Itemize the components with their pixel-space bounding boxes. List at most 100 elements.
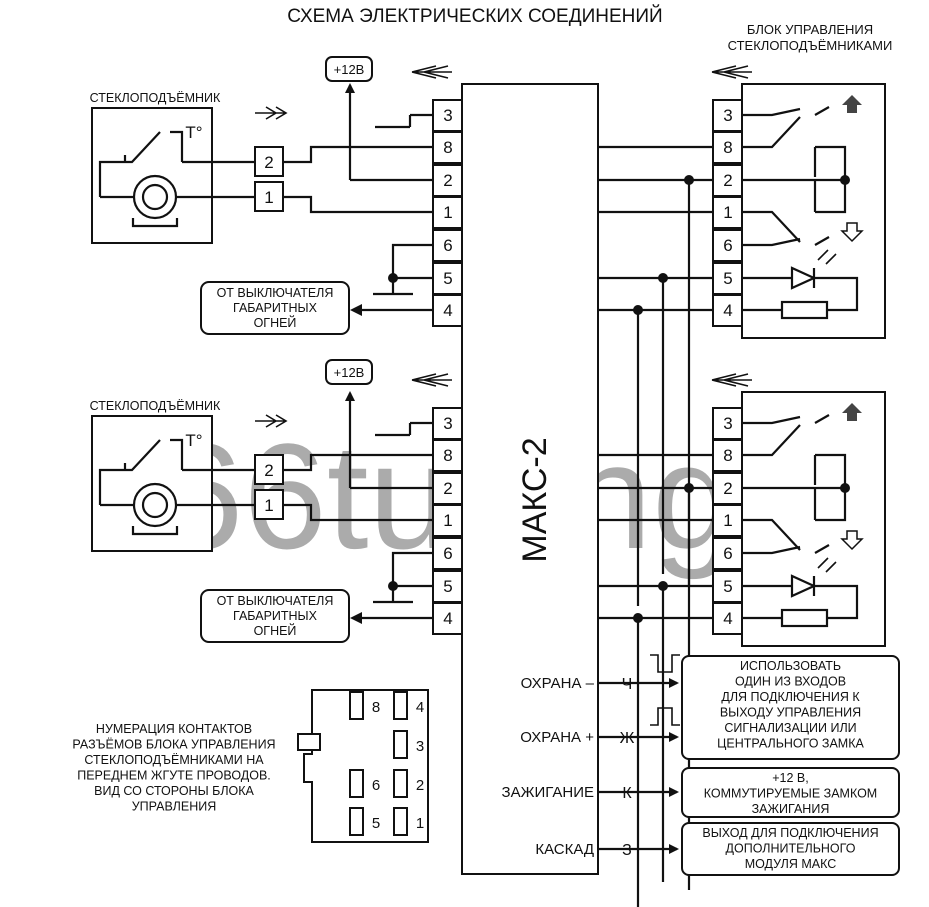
left-pin-label: 1 <box>443 511 452 530</box>
controller-body <box>461 83 599 875</box>
left-pin-label: 8 <box>443 138 452 157</box>
wire <box>182 145 433 214</box>
right-pin-label: 4 <box>723 609 732 628</box>
plug-pin-label: 2 <box>416 777 424 794</box>
security-note-text: ВЫХОДУ УПРАВЛЕНИЯ <box>720 706 861 720</box>
window-unit-label-2: СТЕКЛОПОДЪЁМНИКАМИ <box>728 38 893 53</box>
right-pin-label: 8 <box>723 138 732 157</box>
left-pin-label: 2 <box>443 479 452 498</box>
chevron-forward-icon <box>255 106 288 120</box>
motor-pin-1 <box>254 181 284 212</box>
chevron-back-icon <box>411 65 452 79</box>
light-switch-label: ГАБАРИТНЫХ <box>233 301 318 315</box>
plug-pin-4 <box>393 691 408 720</box>
supply-badge <box>325 56 373 82</box>
plug-pin-label: 3 <box>416 738 424 755</box>
wire <box>358 551 433 620</box>
resistor-icon <box>780 608 829 628</box>
chevron-back-icon <box>711 373 752 387</box>
ignition-note-text: +12 В, <box>772 771 809 785</box>
left-pin-label: 1 <box>443 203 452 222</box>
plug-pin-8 <box>349 691 364 720</box>
left-pin-6 <box>432 537 463 570</box>
thermal-label: T° <box>185 123 202 142</box>
motor-shaft <box>141 183 169 211</box>
motor-shaft <box>141 491 169 519</box>
junction-dot <box>658 273 668 283</box>
supply-label: +12В <box>334 365 365 380</box>
junction-dot <box>388 581 398 591</box>
left-pin-4 <box>432 294 463 327</box>
plug-latch <box>297 733 321 751</box>
right-pin-6 <box>712 229 743 262</box>
signal-label: ОХРАНА + <box>520 729 594 746</box>
plug-caption: ВИД СО СТОРОНЫ БЛОКА <box>94 784 254 798</box>
wire <box>350 421 433 490</box>
left-pin-1 <box>432 504 463 537</box>
left-pin-label: 8 <box>443 446 452 465</box>
cascade-note-text: ВЫХОД ДЛЯ ПОДКЛЮЧЕНИЯ <box>702 826 878 840</box>
light-switch-label: ОГНЕЙ <box>254 315 297 330</box>
ignition-note-text: КОММУТИРУЕМЫЕ ЗАМКОМ <box>704 787 877 801</box>
switch-up <box>742 106 847 182</box>
right-pin-label: 5 <box>723 269 732 288</box>
right-pin-3 <box>712 99 743 132</box>
junction-dot <box>633 613 643 623</box>
junction-dot <box>684 483 694 493</box>
ignition-note <box>681 767 900 818</box>
arrow-up-icon <box>842 95 862 113</box>
chevron-back-icon <box>411 373 452 387</box>
junction-dot <box>684 175 694 185</box>
junction-dot <box>658 581 668 591</box>
junction-dot <box>633 305 643 315</box>
motor-pin-label: 2 <box>264 461 273 480</box>
light-rays-icon <box>817 557 837 573</box>
led-icon <box>742 574 859 620</box>
right-pin-label: 8 <box>723 446 732 465</box>
supply-badge <box>325 359 373 385</box>
right-pin-1 <box>712 196 743 229</box>
window-unit-label-1: БЛОК УПРАВЛЕНИЯ <box>747 22 873 37</box>
right-pin-1 <box>712 504 743 537</box>
plug-caption: НУМЕРАЦИЯ КОНТАКТОВ <box>96 722 252 736</box>
plug-pin-label: 4 <box>416 699 424 716</box>
right-pin-label: 2 <box>723 479 732 498</box>
light-rays-icon <box>817 249 837 265</box>
switch-up <box>742 414 847 490</box>
right-pin-label: 6 <box>723 236 732 255</box>
security-note-text: ИСПОЛЬЗОВАТЬ <box>740 659 841 673</box>
plug-pin-label: 6 <box>372 777 380 794</box>
plug-pin-label: 8 <box>372 699 380 716</box>
right-pin-label: 4 <box>723 301 732 320</box>
light-switch-label: ОТ ВЫКЛЮЧАТЕЛЯ <box>217 286 334 300</box>
left-pin-label: 5 <box>443 577 452 596</box>
arrow-down-icon <box>840 222 864 243</box>
plug-pin-6 <box>349 769 364 798</box>
thermal-switch <box>98 130 212 199</box>
switch-down <box>742 488 847 555</box>
plug-pin-1 <box>393 807 408 836</box>
security-note-text: СИГНАЛИЗАЦИИ ИЛИ <box>724 721 856 735</box>
signal-wire-code: К <box>622 785 632 802</box>
right-pin-label: 5 <box>723 577 732 596</box>
arrow-left-icon <box>350 612 362 624</box>
thermal-switch <box>98 438 212 507</box>
security-note-text: ОДИН ИЗ ВХОДОВ <box>735 675 846 689</box>
chevron-forward-icon <box>255 414 288 428</box>
arrow-up-icon <box>842 403 862 421</box>
channel-1: 38216543821654СТЕКЛОПОДЪЁМНИКT°21+12ВОТ … <box>90 56 886 606</box>
left-pin-6 <box>432 229 463 262</box>
light-switch-box <box>200 589 350 643</box>
signal-wire-code: Ч <box>622 676 633 693</box>
light-switch-label: ГАБАРИТНЫХ <box>233 609 318 623</box>
arrow-left-icon <box>350 304 362 316</box>
motor-base <box>131 218 179 228</box>
motor-pin-label: 2 <box>264 153 273 172</box>
right-pin-3 <box>712 407 743 440</box>
supply-label: +12В <box>334 62 365 77</box>
signal-label: КАСКАД <box>535 841 594 858</box>
plug-pin-3 <box>393 730 408 759</box>
light-switch-box <box>200 281 350 335</box>
